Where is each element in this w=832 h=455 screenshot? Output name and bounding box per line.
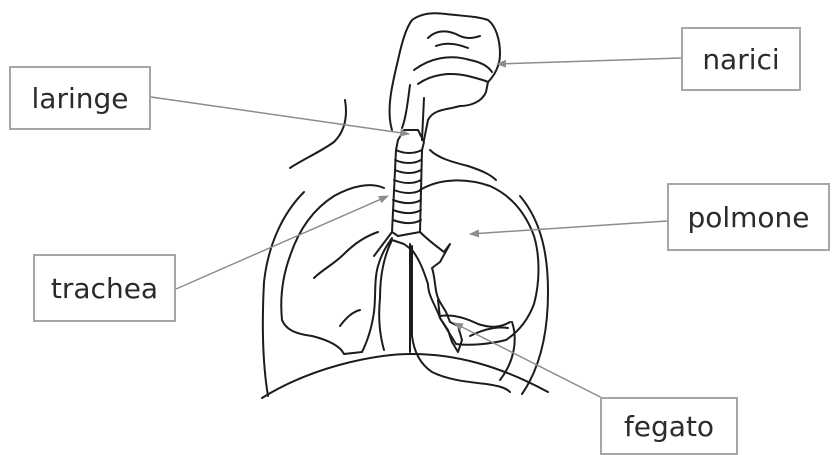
label-trachea: trachea (33, 254, 176, 322)
trachea-drawing (374, 130, 462, 352)
label-polmone: polmone (667, 183, 830, 251)
label-fegato: fegato (600, 397, 738, 455)
leader-line-narici (497, 58, 681, 64)
nasal-cavity (414, 31, 492, 84)
lung-left (281, 185, 392, 354)
leader-line-laringe (151, 97, 409, 134)
leader-line-polmone (470, 221, 667, 234)
ribcage-left (263, 192, 304, 396)
neck-left (290, 100, 346, 168)
label-narici: narici (681, 27, 801, 91)
neck-right (430, 150, 496, 180)
label-laringe: laringe (9, 66, 151, 130)
trachea-rings (393, 150, 422, 223)
mediastinum (379, 240, 410, 352)
pharynx (402, 85, 424, 140)
lung-left-fissure (314, 232, 378, 326)
diaphragm (262, 354, 548, 398)
